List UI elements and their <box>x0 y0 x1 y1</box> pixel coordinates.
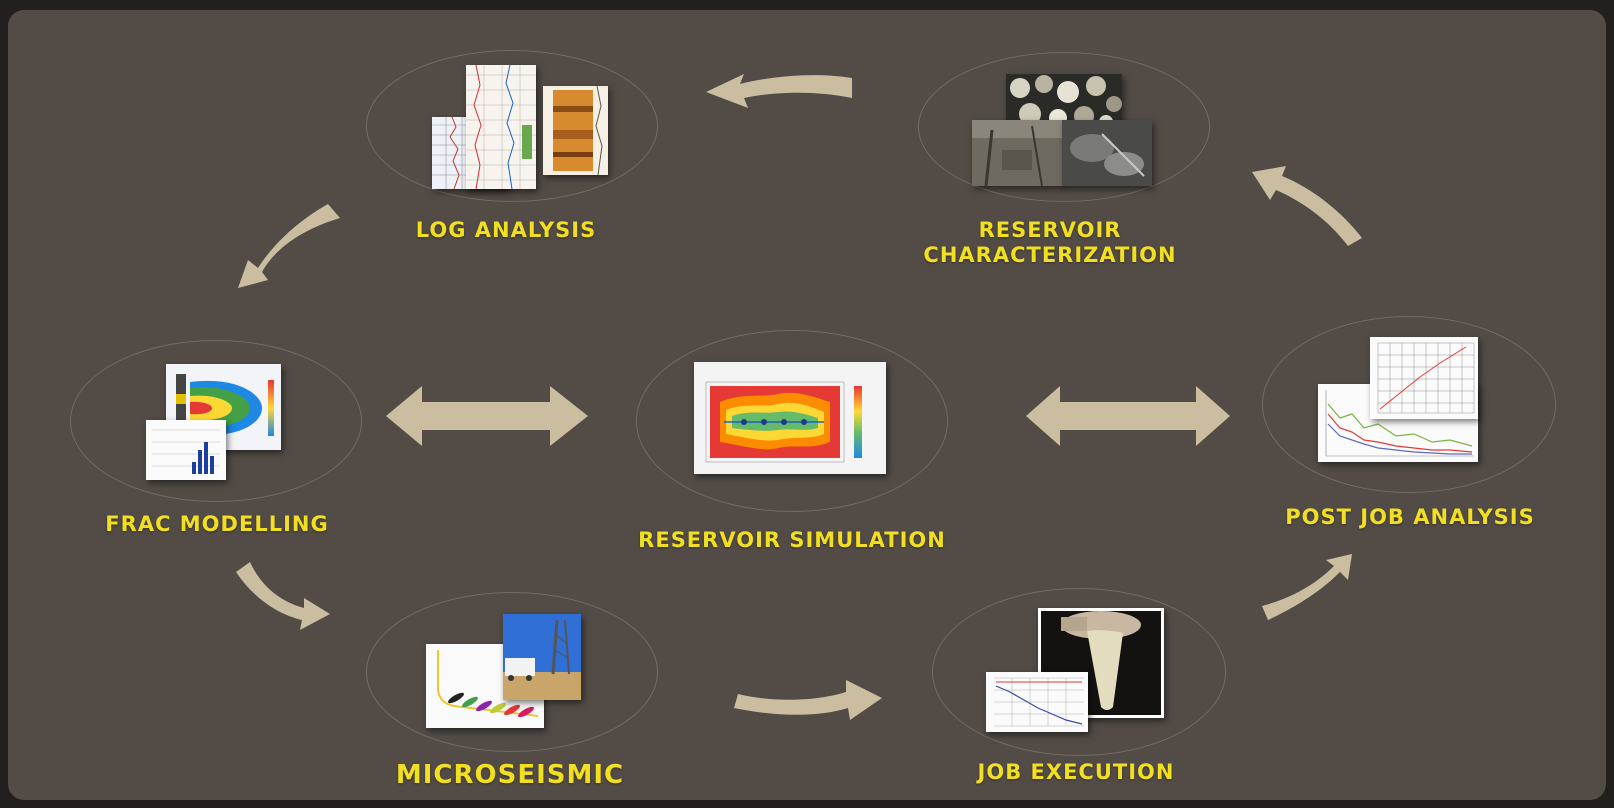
frac-modelling-ellipse <box>70 340 362 502</box>
field-site-image <box>503 614 581 700</box>
microseismic-ellipse <box>366 592 658 752</box>
arrow-post-to-characterization <box>1252 166 1362 246</box>
arrow-job-to-post <box>1262 554 1352 620</box>
job-execution-label: JOB EXECUTION <box>977 760 1175 784</box>
microseismic-label: MICROSEISMIC <box>395 760 625 790</box>
reservoir-characterization-label-line1: RESERVOIR <box>978 218 1122 242</box>
sem-image <box>1062 120 1152 186</box>
frac-plot-graphic <box>146 420 226 480</box>
log-track-graphic <box>466 65 536 189</box>
treatment-plot-image <box>986 672 1088 732</box>
simulation-map-graphic <box>694 362 886 474</box>
arrow-frac-to-microseismic <box>236 562 330 630</box>
arrow-simulation-post-double <box>1026 386 1230 446</box>
field-site-graphic <box>503 614 581 700</box>
arrow-characterization-to-log <box>706 74 852 108</box>
thin-section-graphic <box>1006 74 1122 128</box>
reservoir-simulation-ellipse <box>636 330 948 512</box>
outcrop-image <box>972 120 1064 186</box>
loglog-plot-image <box>1370 337 1478 419</box>
arrow-microseismic-to-job <box>734 680 882 720</box>
reservoir-characterization-ellipse <box>918 52 1210 202</box>
core-image <box>543 86 608 175</box>
arrow-frac-simulation-double <box>386 386 588 446</box>
post-job-analysis-ellipse <box>1262 316 1556 493</box>
loglog-plot-graphic <box>1370 337 1478 419</box>
frac-plot-image <box>146 420 226 480</box>
treatment-plot-graphic <box>986 672 1088 732</box>
log-track-image <box>466 65 536 189</box>
arrow-log-to-frac <box>238 204 340 288</box>
reservoir-simulation-label: RESERVOIR SIMULATION <box>638 528 946 552</box>
job-execution-ellipse <box>932 588 1226 756</box>
log-analysis-label: LOG ANALYSIS <box>415 218 597 242</box>
core-graphic <box>543 86 608 175</box>
reservoir-characterization-label-line2: CHARACTERIZATION <box>923 243 1177 267</box>
outcrop-graphic <box>972 120 1064 186</box>
sem-graphic <box>1062 120 1152 186</box>
post-job-analysis-label: POST JOB ANALYSIS <box>1285 505 1535 529</box>
frac-modelling-label: FRAC MODELLING <box>105 512 329 536</box>
simulation-map-image <box>694 362 886 474</box>
thin-section-image <box>1006 74 1122 128</box>
log-analysis-ellipse <box>366 50 658 202</box>
